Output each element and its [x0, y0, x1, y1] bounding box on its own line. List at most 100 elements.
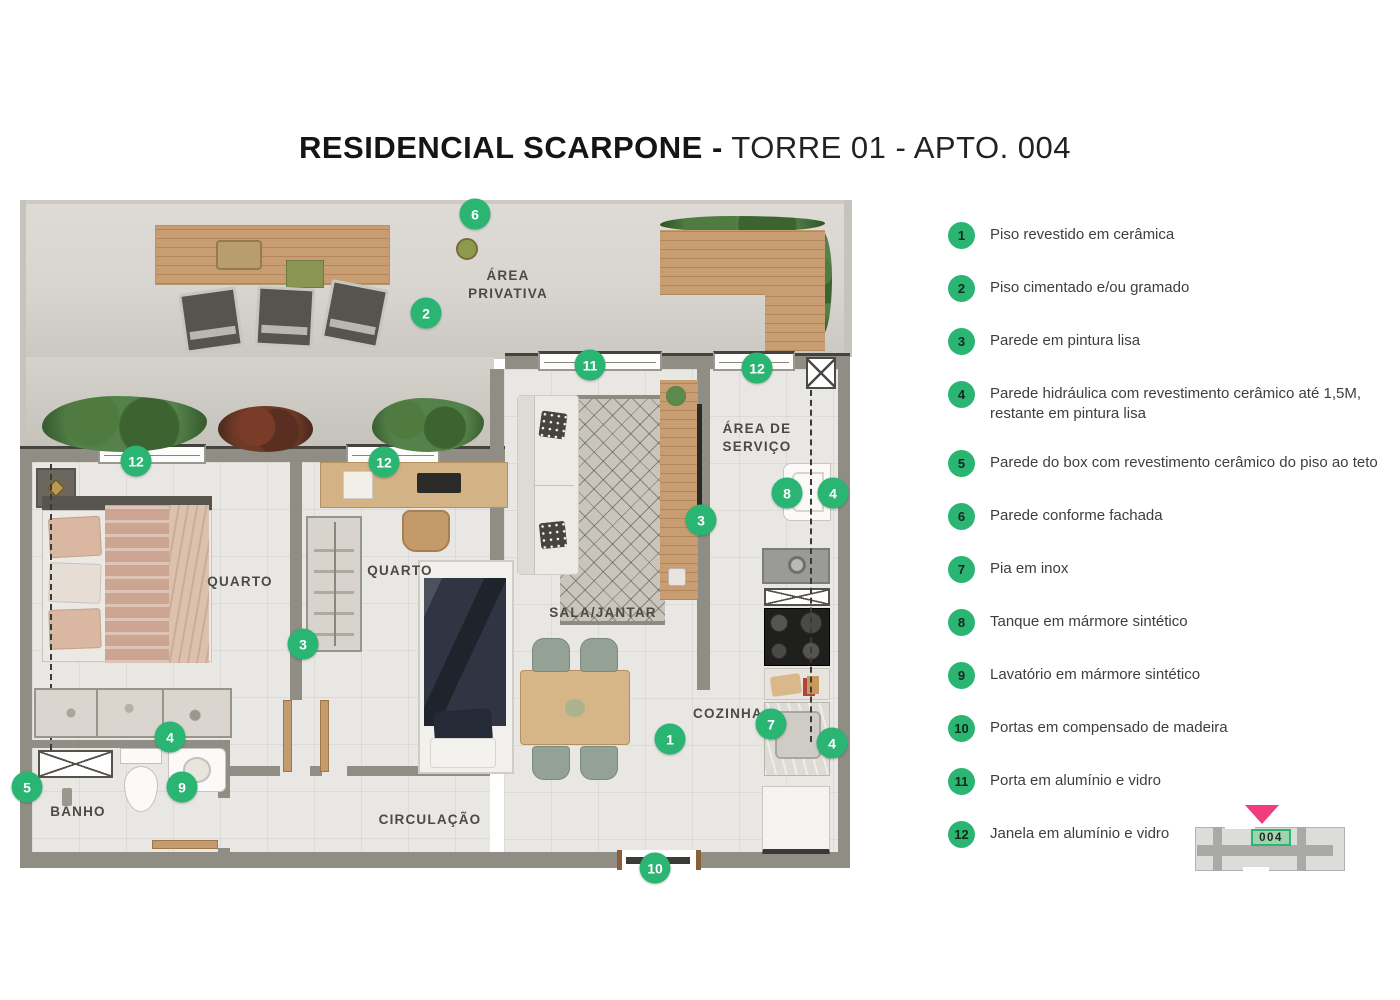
legend-label: Piso cimentado e/ou gramado	[990, 279, 1190, 296]
plan-marker-8: 8	[771, 477, 803, 509]
deck-planter	[660, 216, 825, 232]
legend-marker-4: 4	[948, 381, 975, 408]
room-label: BANHO	[50, 803, 106, 819]
plan-marker-9: 9	[166, 771, 198, 803]
legend-label: Piso revestido em cerâmica	[990, 226, 1175, 243]
plant-pot	[666, 386, 686, 406]
duct-shaft	[806, 357, 836, 389]
bedroom-door	[283, 700, 292, 772]
washing-machine	[762, 548, 830, 584]
bedroom-door	[320, 700, 329, 772]
wall	[310, 766, 322, 776]
title-project: RESIDENCIAL SCARPONE -	[298, 130, 723, 165]
unit-locator-arrow	[1245, 805, 1279, 824]
pillow	[47, 515, 103, 559]
room-label: QUARTO	[207, 573, 273, 589]
building-notch	[1225, 823, 1255, 829]
legend-marker-7: 7	[948, 556, 975, 583]
plan-marker-4: 4	[817, 477, 849, 509]
planter-red	[218, 406, 313, 452]
patio-chair	[254, 285, 316, 349]
patio-edge	[20, 200, 850, 204]
room-label: QUARTO	[367, 562, 433, 578]
plan-marker-12: 12	[368, 446, 400, 478]
legend-label: Portas em compensado de madeira	[990, 719, 1228, 736]
highlighted-unit: 004	[1251, 829, 1291, 846]
plan-marker-6: 6	[459, 198, 491, 230]
wall	[838, 355, 850, 868]
plan-marker-1: 1	[654, 723, 686, 755]
patio-chair	[178, 286, 244, 354]
single-bed	[418, 560, 514, 774]
legend-item: 5 Parede do box com revestimento cerâmico…	[948, 450, 1388, 477]
room-label: COZINHA	[693, 705, 763, 721]
legend-label: Lavatório em mármore sintético	[990, 666, 1201, 683]
legend-item: 12 Janela em alumínio e vidro	[948, 821, 1388, 848]
legend-label: Parede hidráulica com revestimento cerâm…	[990, 385, 1362, 422]
legend-marker-9: 9	[948, 662, 975, 689]
wall	[290, 462, 302, 700]
refrigerator	[762, 786, 830, 854]
wall	[218, 848, 230, 856]
legend-marker-12: 12	[948, 821, 975, 848]
wall	[20, 448, 32, 868]
toilet	[124, 766, 158, 812]
patio-edge	[844, 200, 852, 357]
plan-marker-3: 3	[685, 504, 717, 536]
legend-label: Pia em inox	[990, 560, 1069, 577]
plan-marker-12: 12	[120, 445, 152, 477]
wood-deck	[765, 293, 825, 351]
shower-box	[38, 750, 113, 778]
room-label: CIRCULAÇÃO	[378, 811, 482, 827]
pillow	[48, 562, 102, 604]
snack-tray	[216, 240, 262, 270]
legend-item: 1 Piso revestido em cerâmica	[948, 222, 1388, 249]
page-title: RESIDENCIAL SCARPONE - TORRE 01 - APTO. …	[299, 130, 1071, 166]
laptop	[417, 473, 461, 493]
legend-marker-1: 1	[948, 222, 975, 249]
pillow	[430, 738, 496, 768]
plan-marker-10: 10	[639, 852, 671, 884]
planter	[372, 398, 484, 452]
dining-chair	[532, 746, 570, 780]
plan-marker-4: 4	[816, 727, 848, 759]
plan-marker-4: 4	[154, 721, 186, 753]
desk-chair	[402, 510, 450, 552]
legend-marker-5: 5	[948, 450, 975, 477]
double-bed	[42, 505, 212, 663]
room-label: ÁREA DE SERVIÇO	[722, 420, 792, 454]
throw-blanket	[169, 505, 209, 663]
patio-edge	[20, 200, 26, 452]
blanket	[105, 505, 169, 663]
patio-chair	[320, 279, 390, 349]
legend-label: Janela em alumínio e vidro	[990, 825, 1170, 842]
wood-deck	[660, 230, 825, 295]
shower-fixture	[62, 788, 72, 806]
stove	[764, 608, 830, 666]
plan-marker-11: 11	[574, 349, 606, 381]
legend-marker-11: 11	[948, 768, 975, 795]
dining-table	[520, 670, 630, 745]
wall	[20, 852, 850, 868]
reference-dashed-line	[50, 464, 52, 760]
planter	[42, 396, 207, 452]
dining-chair	[532, 638, 570, 672]
title-unit: TORRE 01 - APTO. 004	[722, 130, 1072, 165]
reference-dashed-line	[810, 390, 812, 742]
bathroom-door	[152, 840, 218, 849]
legend-label: Tanque em mármore sintético	[990, 613, 1188, 630]
legend-label: Parede conforme fachada	[990, 507, 1163, 524]
legend-label: Parede do box com revestimento cerâmico …	[990, 454, 1378, 471]
plan-marker-2: 2	[410, 297, 442, 329]
toilet-tank	[120, 748, 162, 764]
sofa-pillow	[538, 410, 568, 440]
desk	[320, 462, 508, 508]
